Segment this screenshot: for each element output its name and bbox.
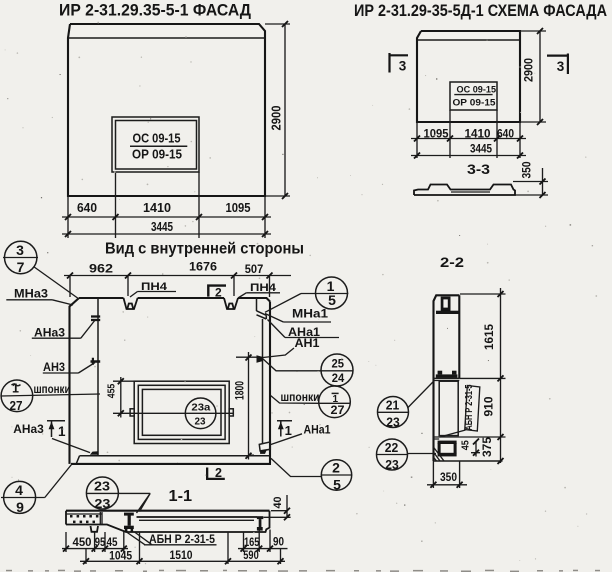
svg-text:23: 23	[386, 416, 400, 430]
svg-text:40: 40	[272, 497, 284, 509]
svg-text:640: 640	[77, 201, 97, 215]
svg-text:3445: 3445	[470, 142, 492, 156]
svg-text:шпонки: шпонки	[34, 384, 71, 396]
svg-text:МНа1: МНа1	[292, 306, 328, 320]
svg-text:МНа3: МНа3	[14, 287, 48, 301]
svg-text:1615: 1615	[482, 324, 496, 350]
svg-text:23: 23	[385, 458, 399, 472]
svg-text:3: 3	[557, 59, 565, 74]
svg-text:ИР 2-31.29.35-5-1 ФАСАД: ИР 2-31.29.35-5-1 ФАСАД	[59, 2, 251, 20]
svg-text:2: 2	[215, 286, 222, 300]
svg-text:1410: 1410	[143, 201, 171, 215]
svg-text:ОР 09-15: ОР 09-15	[453, 97, 497, 108]
svg-text:95: 95	[95, 537, 106, 549]
svg-text:23: 23	[94, 496, 110, 511]
svg-text:1510: 1510	[170, 550, 193, 562]
svg-text:3: 3	[16, 242, 24, 258]
svg-text:1: 1	[333, 394, 339, 405]
svg-text:45: 45	[460, 440, 471, 450]
svg-text:2-2: 2-2	[440, 254, 464, 270]
svg-text:5: 5	[328, 292, 336, 308]
svg-text:ОС 09-15: ОС 09-15	[457, 84, 497, 95]
svg-text:7: 7	[17, 259, 25, 275]
svg-text:27: 27	[10, 399, 23, 413]
svg-text:23: 23	[195, 416, 206, 428]
svg-text:шпонки: шпонки	[281, 392, 320, 404]
svg-text:9: 9	[16, 499, 24, 515]
svg-text:962: 962	[89, 262, 113, 276]
svg-text:350: 350	[520, 161, 534, 178]
svg-text:АБН Р 2-31-5: АБН Р 2-31-5	[149, 532, 215, 546]
svg-text:ПН4: ПН4	[250, 282, 277, 294]
svg-text:1800: 1800	[234, 381, 246, 400]
svg-text:АНа1: АНа1	[288, 325, 320, 339]
svg-text:2: 2	[332, 459, 340, 475]
svg-text:5: 5	[333, 477, 341, 493]
svg-text:АНа3: АНа3	[13, 422, 44, 436]
svg-text:ПН4: ПН4	[141, 281, 168, 293]
svg-text:23: 23	[94, 478, 110, 493]
svg-text:27: 27	[331, 405, 345, 417]
svg-text:3: 3	[399, 59, 407, 74]
svg-text:23а: 23а	[191, 402, 210, 414]
svg-text:165: 165	[244, 537, 260, 549]
svg-text:455: 455	[106, 384, 118, 399]
svg-text:Вид с внутренней стороны: Вид с внутренней стороны	[105, 241, 304, 258]
svg-text:350: 350	[440, 470, 457, 484]
svg-text:21: 21	[386, 398, 400, 412]
svg-text:25: 25	[332, 358, 345, 370]
svg-text:590: 590	[243, 550, 259, 562]
svg-text:3445: 3445	[151, 220, 173, 234]
svg-text:3-3: 3-3	[467, 162, 491, 177]
svg-text:1095: 1095	[226, 201, 251, 215]
svg-text:640: 640	[497, 127, 514, 141]
svg-text:АНа3: АНа3	[34, 326, 65, 340]
svg-text:1: 1	[58, 424, 66, 439]
svg-text:1: 1	[327, 278, 335, 294]
svg-text:1-1: 1-1	[169, 488, 193, 505]
svg-text:ОР 09-15: ОР 09-15	[132, 148, 182, 162]
svg-text:1676: 1676	[189, 260, 217, 274]
svg-text:АН3: АН3	[43, 360, 65, 374]
svg-text:22: 22	[385, 441, 399, 455]
svg-text:1: 1	[12, 382, 19, 396]
svg-text:1095: 1095	[424, 127, 449, 141]
svg-text:ИР 2-31.29-35-5Д-1 СХЕМА ФАСАД: ИР 2-31.29-35-5Д-1 СХЕМА ФАСАДА	[354, 2, 607, 20]
svg-text:1410: 1410	[465, 127, 491, 141]
svg-text:2900: 2900	[270, 105, 284, 130]
svg-text:90: 90	[273, 537, 284, 549]
svg-text:450: 450	[73, 537, 92, 549]
svg-text:45: 45	[107, 537, 119, 549]
svg-text:910: 910	[482, 396, 496, 416]
svg-text:2: 2	[215, 466, 222, 480]
svg-text:1: 1	[285, 423, 292, 438]
svg-text:375: 375	[480, 437, 494, 457]
svg-text:24: 24	[332, 373, 345, 385]
svg-text:1045: 1045	[109, 550, 133, 562]
svg-text:АНа1: АНа1	[304, 422, 331, 436]
svg-text:507: 507	[245, 262, 264, 276]
svg-text:АН1: АН1	[295, 336, 320, 350]
svg-text:ОС 09-15: ОС 09-15	[133, 132, 181, 146]
svg-text:4: 4	[15, 482, 23, 498]
svg-text:2900: 2900	[522, 58, 536, 82]
